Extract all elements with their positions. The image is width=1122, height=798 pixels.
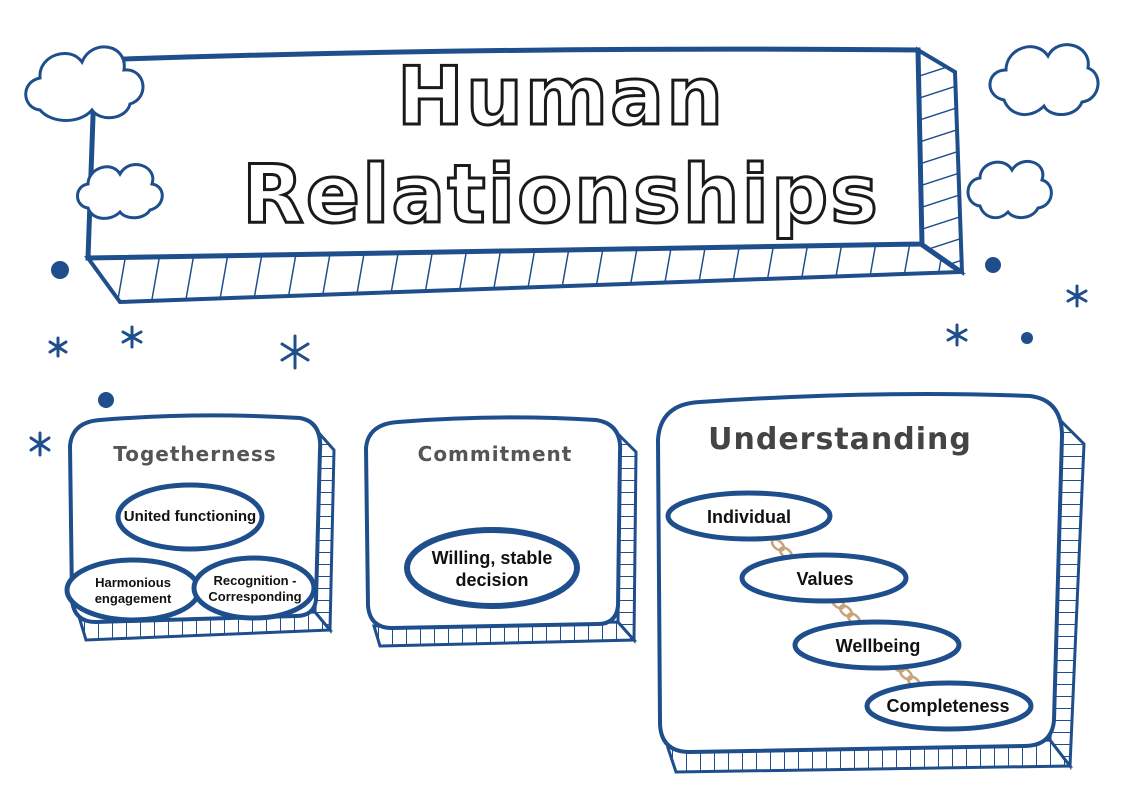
oval-recognition-corresponding (191, 555, 317, 621)
label-willing-line-2: decision (455, 570, 529, 590)
title-line-2: Relationships (241, 147, 880, 243)
cloud-icon (24, 45, 145, 122)
understanding-heading: Understanding (708, 422, 972, 457)
oval-wellbeing (792, 619, 962, 671)
label-harmonious-line-2: engagement (94, 591, 172, 606)
label-recognition-corresponding: Recognition - Corresponding (196, 570, 314, 608)
title-line-1: Human (395, 49, 726, 145)
label-united-functioning: United functioning (123, 507, 257, 525)
oval-completeness (864, 680, 1034, 732)
title-banner (84, 46, 967, 305)
label-willing-line-1: Willing, stable (431, 547, 553, 568)
commitment-heading: Commitment (417, 442, 573, 466)
cloud-icon (988, 43, 1100, 116)
label-recognition-line-2: Corresponding (208, 589, 302, 604)
cloud-icon (966, 159, 1053, 220)
oval-willing-stable-decision (404, 527, 580, 609)
cloud-icon (76, 163, 164, 220)
label-completeness: Completeness (886, 695, 1010, 716)
label-individual: Individual (706, 506, 791, 527)
label-wellbeing: Wellbeing (835, 635, 921, 656)
label-values: Values (796, 568, 854, 589)
label-willing-stable-decision: Willing, stable decision (412, 546, 572, 592)
label-harmonious-engagement: Harmonious engagement (70, 572, 196, 610)
oval-united-functioning (115, 482, 265, 552)
oval-values (739, 552, 909, 604)
oval-individual (665, 490, 833, 542)
dot-icon (51, 257, 1033, 408)
label-harmonious-line-1: Harmonious (95, 574, 171, 590)
togetherness-heading: Togetherness (113, 442, 277, 466)
label-recognition-line-1: Recognition - (213, 572, 297, 588)
